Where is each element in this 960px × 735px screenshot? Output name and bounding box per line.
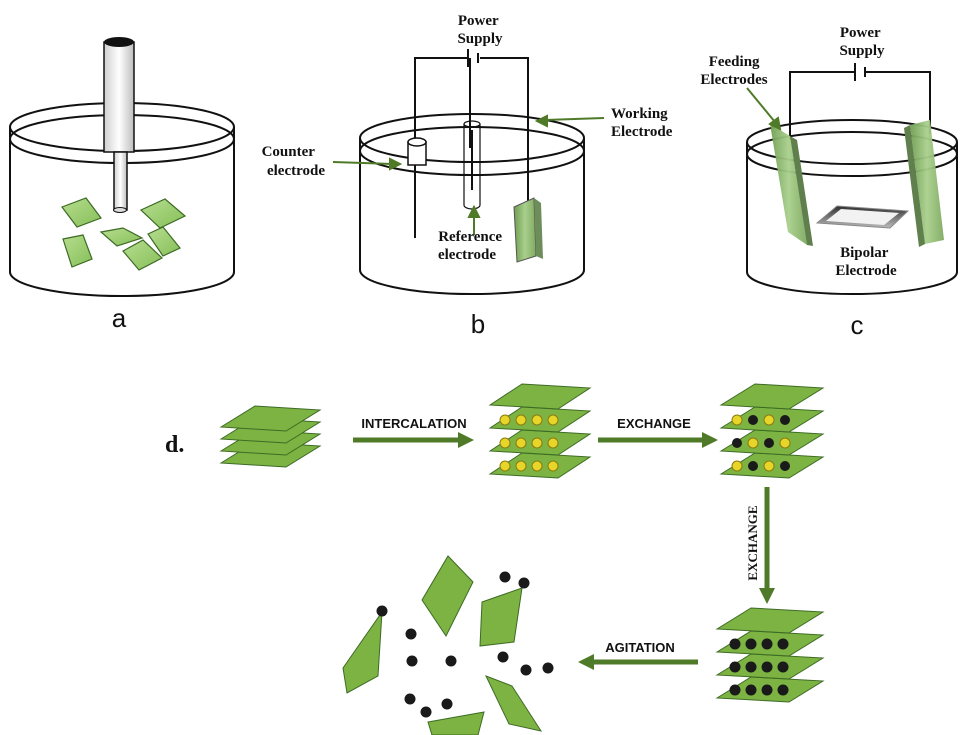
agitation-label: AGITATION: [605, 640, 675, 655]
power-supply-circuit-c: [789, 63, 931, 140]
power-supply-label-b: Power: [458, 13, 499, 29]
svg-text:Power Supply: Power Supply: [839, 25, 885, 59]
power-supply-label-c-2: Supply: [839, 43, 885, 59]
reference-electrode-label: Reference: [438, 229, 502, 245]
intercalation-arrow: INTERCALATION: [353, 416, 474, 448]
sonicator-probe-icon: [103, 37, 135, 213]
feeding-electrode-left-icon: [770, 124, 813, 246]
panel-a: a: [9, 37, 235, 333]
mixed-ions: [731, 414, 791, 472]
exchange-label-1: EXCHANGE: [617, 416, 691, 431]
exfoliated-sheets: [342, 555, 543, 735]
counter-electrode-icon: [407, 137, 427, 166]
svg-text:Reference electrode: Reference electrode: [438, 229, 506, 263]
svg-text:Feeding Electrodes: Feeding Electrodes: [700, 54, 767, 88]
intercalation-label: INTERCALATION: [361, 416, 466, 431]
svg-text:Bipolar Electrode: Bipolar Electrode: [835, 245, 897, 279]
panel-d-label: d.: [165, 432, 184, 458]
svg-text:Power Supply: Power Supply: [457, 13, 503, 47]
exchange-arrow-2: EXCHANGE: [745, 487, 775, 604]
beaker-c: [746, 119, 958, 295]
partially-exchanged-stack: [719, 383, 825, 479]
feeding-electrodes-label: Feeding: [709, 54, 760, 70]
panel-c: Power Supply Feeding Electrodes Bipolar …: [700, 25, 958, 340]
pristine-stack: [219, 405, 322, 468]
label-arrows-b: [332, 114, 605, 235]
bipolar-electrode-label-2: Electrode: [835, 263, 897, 279]
feeding-arrow: [746, 87, 782, 131]
exchanged-stack: [715, 607, 825, 703]
exchange-arrow-1: EXCHANGE: [598, 416, 718, 448]
intercalated-stack: [488, 383, 592, 479]
reference-electrode-label-2: electrode: [438, 247, 496, 263]
intercalant-ions: [499, 414, 559, 472]
agitation-arrow: AGITATION: [578, 640, 698, 670]
exfoliated-ions: [376, 571, 554, 718]
exchange-label-2: EXCHANGE: [745, 505, 760, 580]
bipolar-electrode-label: Bipolar: [840, 245, 889, 261]
power-supply-circuit-b: [414, 49, 529, 238]
feeding-electrodes-label-2: Electrodes: [700, 72, 767, 88]
power-supply-label-c: Power: [840, 25, 881, 41]
dispersed-flakes-a: [61, 197, 187, 271]
panel-c-label: c: [851, 310, 864, 340]
svg-text:Working Electrode: Working Electrode: [611, 106, 673, 140]
exchange-ions: [729, 638, 789, 696]
working-electrode-label-2: Electrode: [611, 124, 673, 140]
panel-d: d. INTERCALATION: [165, 383, 825, 735]
working-electrode-icon: [513, 197, 543, 263]
counter-electrode-label-2: electrode: [267, 163, 325, 179]
power-supply-label-b-2: Supply: [457, 31, 503, 47]
panel-b-label: b: [471, 309, 485, 339]
counter-electrode-label: Counter: [262, 144, 316, 160]
working-electrode-label: Working: [611, 106, 668, 122]
bipolar-electrode-icon: [815, 205, 910, 229]
reference-electrode-icon: [463, 120, 481, 210]
panel-a-label: a: [112, 303, 127, 333]
panel-b: Power Supply Working Electrode Counter e…: [262, 13, 673, 339]
feeding-electrode-right-icon: [904, 120, 944, 247]
svg-text:Counter electrode: Counter electrode: [262, 144, 326, 179]
